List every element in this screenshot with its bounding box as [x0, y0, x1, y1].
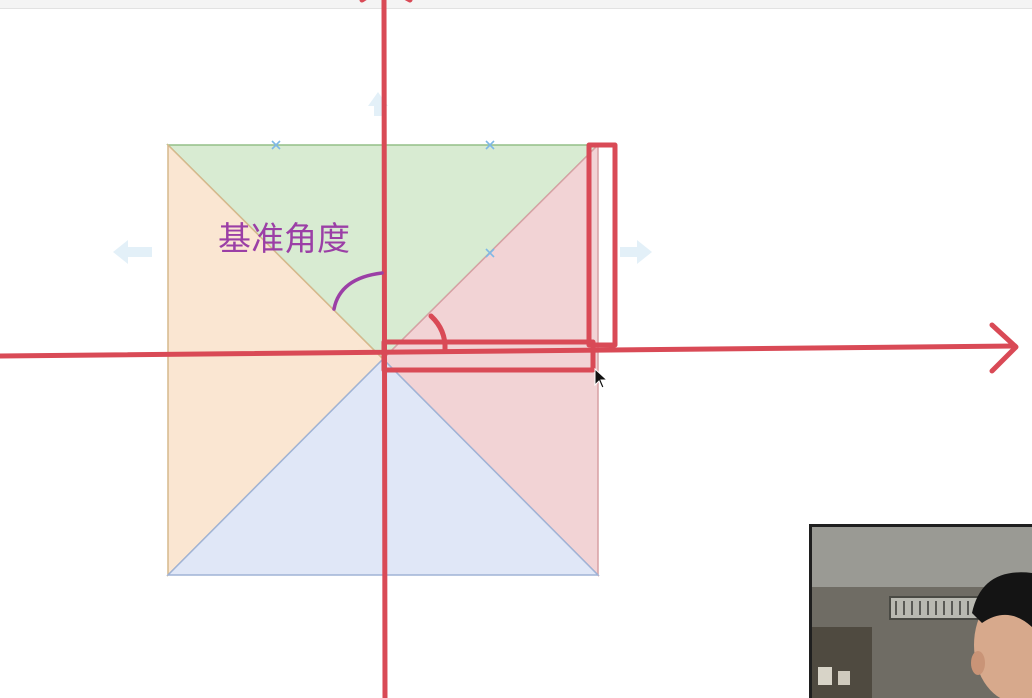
resize-handle-cross-icon[interactable]: [485, 248, 495, 258]
horizontal-axis: [0, 343, 1018, 359]
up-drag-arrow-icon[interactable]: [368, 92, 388, 116]
resize-handle-cross-icon[interactable]: [271, 140, 281, 150]
base-angle-arc: [332, 271, 384, 311]
right-angle-arc: [428, 313, 448, 353]
height-bracket-rect: [586, 142, 618, 348]
resize-handles[interactable]: [271, 140, 495, 258]
right-drag-arrow-icon[interactable]: [620, 240, 652, 264]
left-drag-arrow-icon[interactable]: [113, 240, 152, 264]
drag-arrow-icons: [113, 92, 652, 264]
x-axis-arrow-icon: [989, 322, 1019, 374]
base-angle-label: 基准角度: [218, 219, 350, 258]
webcam-scene: [812, 527, 1032, 698]
cursor-arrow-icon: [594, 368, 608, 389]
width-bracket-rect: [381, 339, 596, 373]
webcam-overlay[interactable]: [809, 524, 1032, 698]
resize-handle-cross-icon[interactable]: [485, 140, 495, 150]
top-toolbar-strip: [0, 0, 1032, 9]
